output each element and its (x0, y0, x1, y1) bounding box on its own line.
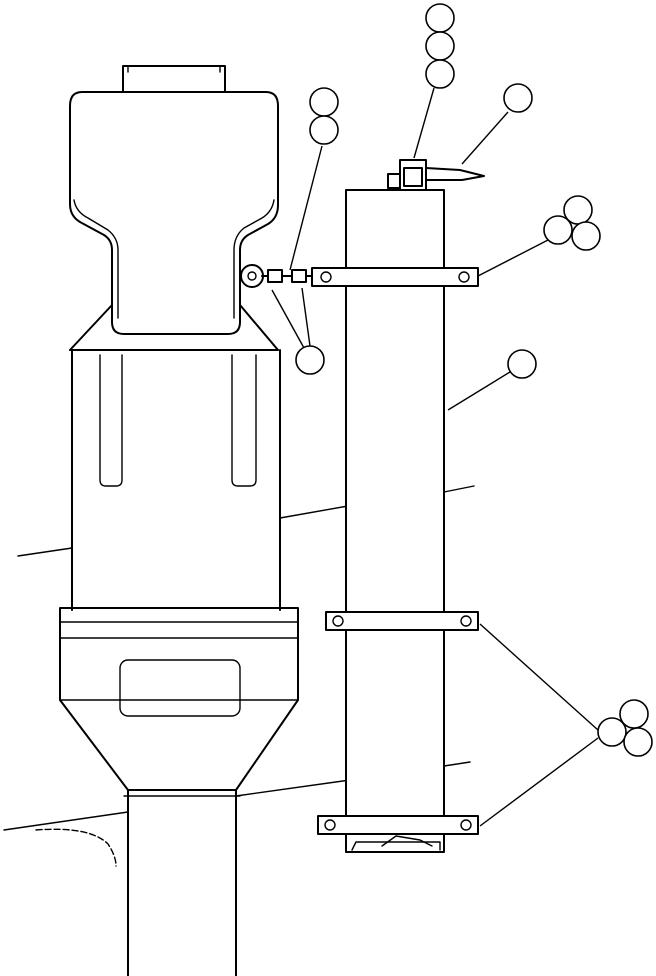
callout-c2 (425, 31, 455, 61)
tank-cap (122, 65, 226, 93)
callout-c14 (623, 727, 653, 757)
callout-c9 (571, 221, 601, 251)
ground-line-2 (279, 485, 475, 519)
clamp-middle-bolt-right (460, 615, 472, 627)
leader-lower-clamps (479, 623, 599, 827)
leader-rod-ends (271, 287, 311, 349)
callout-c1 (425, 3, 455, 33)
clamp-top (311, 267, 479, 287)
leader-lines (271, 87, 599, 827)
callout-c10 (295, 345, 325, 375)
fitting-pipe (425, 167, 485, 181)
leader-linkage (289, 145, 323, 271)
pivot-pin (247, 271, 257, 281)
ground-line-1 (17, 547, 73, 557)
rod-end-right (291, 269, 307, 283)
rod-end-left (267, 269, 283, 283)
callout-c11 (507, 349, 537, 379)
clamp-top-bolt-right (458, 271, 470, 283)
clamp-middle (325, 611, 479, 631)
callouts (295, 3, 653, 757)
hidden-contour (35, 828, 117, 867)
tank-inner-edge-right (233, 199, 275, 319)
clamp-bottom-bolt-left (324, 819, 336, 831)
frame-recess-right (231, 354, 257, 487)
background-lines (3, 485, 475, 867)
callout-c13 (597, 717, 627, 747)
tank-body (69, 91, 279, 335)
leader-fitting (413, 87, 435, 159)
clamp-bottom (317, 815, 479, 835)
cylinder-tube (345, 189, 445, 853)
lower-box-band (59, 621, 299, 639)
left-housing-assembly (59, 65, 299, 976)
leader-top-clamp (477, 239, 549, 277)
fitting-nut-left (387, 173, 401, 189)
clamp-bottom-strap (317, 815, 479, 835)
fitting-hex (403, 167, 423, 187)
callout-c4 (503, 83, 533, 113)
frame-shoulders (69, 304, 279, 351)
lower-box (59, 607, 299, 791)
frame-recess-left (99, 354, 123, 487)
clamp-middle-bolt-left (332, 615, 344, 627)
clamp-top-bolt-left (320, 271, 332, 283)
callout-c5 (309, 87, 339, 117)
clamp-middle-strap (325, 611, 479, 631)
pivot-boss (240, 264, 264, 288)
leader-cylinder (447, 371, 511, 411)
ground-line-3 (3, 761, 471, 831)
clamp-top-strap (311, 267, 479, 287)
callout-c6 (309, 115, 339, 145)
lower-box-window (119, 659, 241, 717)
callout-c8 (543, 215, 573, 245)
callout-c3 (425, 59, 455, 89)
tank-cap-detail (127, 65, 221, 73)
leader-pipe (461, 111, 509, 165)
support-column (127, 789, 237, 976)
frame-sides (71, 349, 281, 611)
tank-inner-edge (73, 199, 119, 319)
clamp-bottom-bolt-right (460, 819, 472, 831)
cylinder-bottom-cap (351, 841, 441, 851)
cylinder-bottom-detail (381, 835, 433, 847)
right-cylinder-assembly (261, 159, 485, 853)
